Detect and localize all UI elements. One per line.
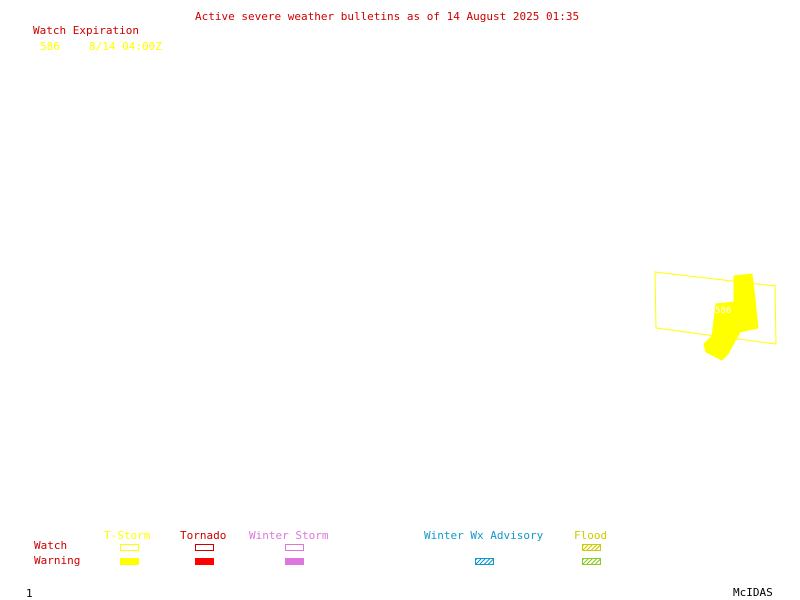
swatch-tornado-warning [195,558,214,565]
watch-expiration-heading: Watch Expiration [33,24,139,37]
legend-row-warning: Warning [34,554,81,567]
swatch-flood-warning [582,558,601,565]
software-label: McIDAS [733,586,773,599]
legend-header-flood: Flood [574,529,608,542]
legend-header-tstorm: T-Storm [104,529,151,542]
swatch-flood-watch [582,544,601,551]
swatch-tstorm-warning [120,558,139,565]
swatch-tornado-watch [195,544,214,551]
swatch-tstorm-watch [120,544,139,551]
swatch-winter-storm-watch [285,544,304,551]
legend-header-winter-storm: Winter Storm [249,529,329,542]
swatch-winter-storm-warning [285,558,304,565]
watch-expiration-time: 8/14 04:00Z [89,40,162,53]
frame-number: 1 [26,587,33,600]
tstorm-warning-polygon[interactable] [703,273,759,361]
watch-box-label: 586 [715,306,731,316]
legend-row-watch: Watch [34,539,68,552]
watch-number: 586 [40,40,60,53]
legend-header-tornado: Tornado [180,529,227,542]
bulletin-title: Active severe weather bulletins as of 14… [195,10,580,23]
legend-header-winter-wx-advisory: Winter Wx Advisory [424,529,544,542]
swatch-winter-wx-advisory [475,558,494,565]
